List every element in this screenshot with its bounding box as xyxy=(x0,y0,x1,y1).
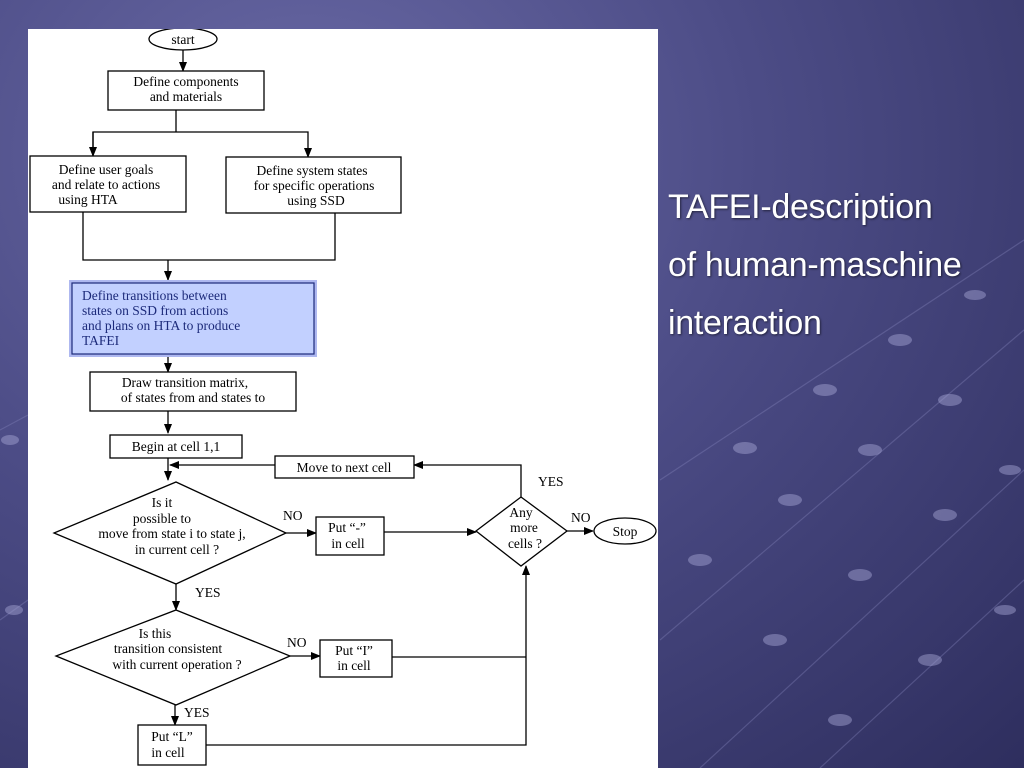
label-yes-possible: YES xyxy=(195,585,221,600)
node-stop: Stop xyxy=(593,517,657,545)
bg-bead xyxy=(858,444,882,456)
svg-text:Stop: Stop xyxy=(613,524,638,539)
node-put-i: Put “I” in cell xyxy=(319,639,393,678)
svg-text:in cell: in cell xyxy=(151,745,185,760)
bg-line xyxy=(699,469,1024,768)
svg-text:Is this: Is this xyxy=(139,626,172,641)
bg-bead xyxy=(999,465,1021,475)
svg-text:move from state i to state j,: move from state i to state j, xyxy=(98,526,245,541)
svg-text:in cell: in cell xyxy=(337,658,371,673)
bg-bead xyxy=(933,509,957,521)
svg-text:with current operation ?: with current operation ? xyxy=(112,657,241,672)
tafei-flowchart: start Define components and materials De… xyxy=(29,29,657,766)
label-no-consistent: NO xyxy=(287,635,307,650)
node-draw-matrix: Draw transition matrix, of states from a… xyxy=(89,371,297,412)
label-no-possible: NO xyxy=(283,508,303,523)
node-define-transitions: Define transitions between states on SSD… xyxy=(69,280,317,357)
svg-text:Put “L”: Put “L” xyxy=(151,729,193,744)
svg-text:Any: Any xyxy=(509,505,532,520)
svg-text:TAFEI: TAFEI xyxy=(82,333,120,348)
node-move-next-cell: Move to next cell xyxy=(274,455,415,479)
label-yes-more: YES xyxy=(538,474,564,489)
bg-bead xyxy=(5,605,23,615)
svg-text:Define user goals: Define user goals xyxy=(59,162,153,177)
svg-text:of states from and states to: of states from and states to xyxy=(121,390,266,405)
svg-text:and relate to actions: and relate to actions xyxy=(52,177,160,192)
svg-text:and materials: and materials xyxy=(150,89,222,104)
node-define-components: Define components and materials xyxy=(107,70,265,111)
svg-text:Define components: Define components xyxy=(133,74,238,89)
line-merge xyxy=(82,212,336,261)
bg-line xyxy=(819,579,1024,768)
svg-text:using HTA: using HTA xyxy=(58,192,118,207)
bg-bead xyxy=(688,554,712,566)
svg-text:in cell: in cell xyxy=(331,536,365,551)
slide-title-line: of human-maschine xyxy=(668,246,962,284)
bg-bead xyxy=(918,654,942,666)
bg-line xyxy=(0,414,29,431)
svg-text:using SSD: using SSD xyxy=(287,193,345,208)
svg-text:states on SSD from actions: states on SSD from actions xyxy=(82,303,228,318)
bg-bead xyxy=(994,605,1016,615)
slide-title: TAFEI-description of human-maschine inte… xyxy=(668,178,1020,352)
svg-text:possible to: possible to xyxy=(133,511,191,526)
label-no-more: NO xyxy=(571,510,591,525)
flowchart-panel: start Define components and materials De… xyxy=(28,29,658,768)
node-put-dash: Put “-” in cell xyxy=(315,516,385,556)
node-decision-more-cells: Any more cells ? xyxy=(474,496,569,567)
svg-text:for specific operations: for specific operations xyxy=(254,178,375,193)
bg-line xyxy=(659,329,1024,641)
svg-text:Draw transition matrix,: Draw transition matrix, xyxy=(122,375,248,390)
svg-text:Put “-”: Put “-” xyxy=(328,520,366,535)
bg-bead xyxy=(964,290,986,300)
bg-bead xyxy=(778,494,802,506)
svg-text:more: more xyxy=(510,520,538,535)
bg-bead xyxy=(763,634,787,646)
svg-text:transition consistent: transition consistent xyxy=(114,641,223,656)
bg-line xyxy=(0,599,29,621)
svg-text:Begin at cell 1,1: Begin at cell 1,1 xyxy=(132,439,220,454)
svg-text:Is it: Is it xyxy=(152,495,173,510)
svg-text:Define transitions between: Define transitions between xyxy=(82,288,227,303)
bg-bead xyxy=(733,442,757,454)
node-start: start xyxy=(148,29,218,51)
svg-text:cells ?: cells ? xyxy=(508,536,542,551)
label-yes-consistent: YES xyxy=(184,705,210,720)
slide-title-line: interaction xyxy=(668,304,822,342)
svg-text:start: start xyxy=(171,32,194,47)
arrow-yes-to-move xyxy=(413,461,522,497)
node-begin-cell: Begin at cell 1,1 xyxy=(109,434,243,459)
bg-bead xyxy=(888,334,912,346)
node-define-system-states: Define system states for specific operat… xyxy=(225,156,402,214)
node-decision-possible: Is it possible to move from state i to s… xyxy=(52,481,288,585)
arrow-split-to-goals-states xyxy=(92,131,312,158)
connectors xyxy=(82,50,594,746)
bg-line xyxy=(659,239,1024,481)
bg-bead xyxy=(938,394,962,406)
bg-bead xyxy=(813,384,837,396)
svg-text:Put “I”: Put “I” xyxy=(335,643,373,658)
node-decision-consistent: Is this transition consistent with curre… xyxy=(54,609,292,706)
svg-text:Define system states: Define system states xyxy=(257,163,368,178)
slide-title-line: TAFEI-description xyxy=(668,188,933,226)
svg-text:in current cell ?: in current cell ? xyxy=(135,542,219,557)
node-put-l: Put “L” in cell xyxy=(137,724,207,766)
svg-text:Move to next cell: Move to next cell xyxy=(297,460,392,475)
node-define-user-goals: Define user goals and relate to actions … xyxy=(29,155,187,213)
bg-bead xyxy=(828,714,852,726)
bg-bead xyxy=(1,435,19,445)
svg-text:and plans on HTA to produce: and plans on HTA to produce xyxy=(82,318,240,333)
bg-bead xyxy=(848,569,872,581)
arrow-l-to-more xyxy=(206,565,530,746)
